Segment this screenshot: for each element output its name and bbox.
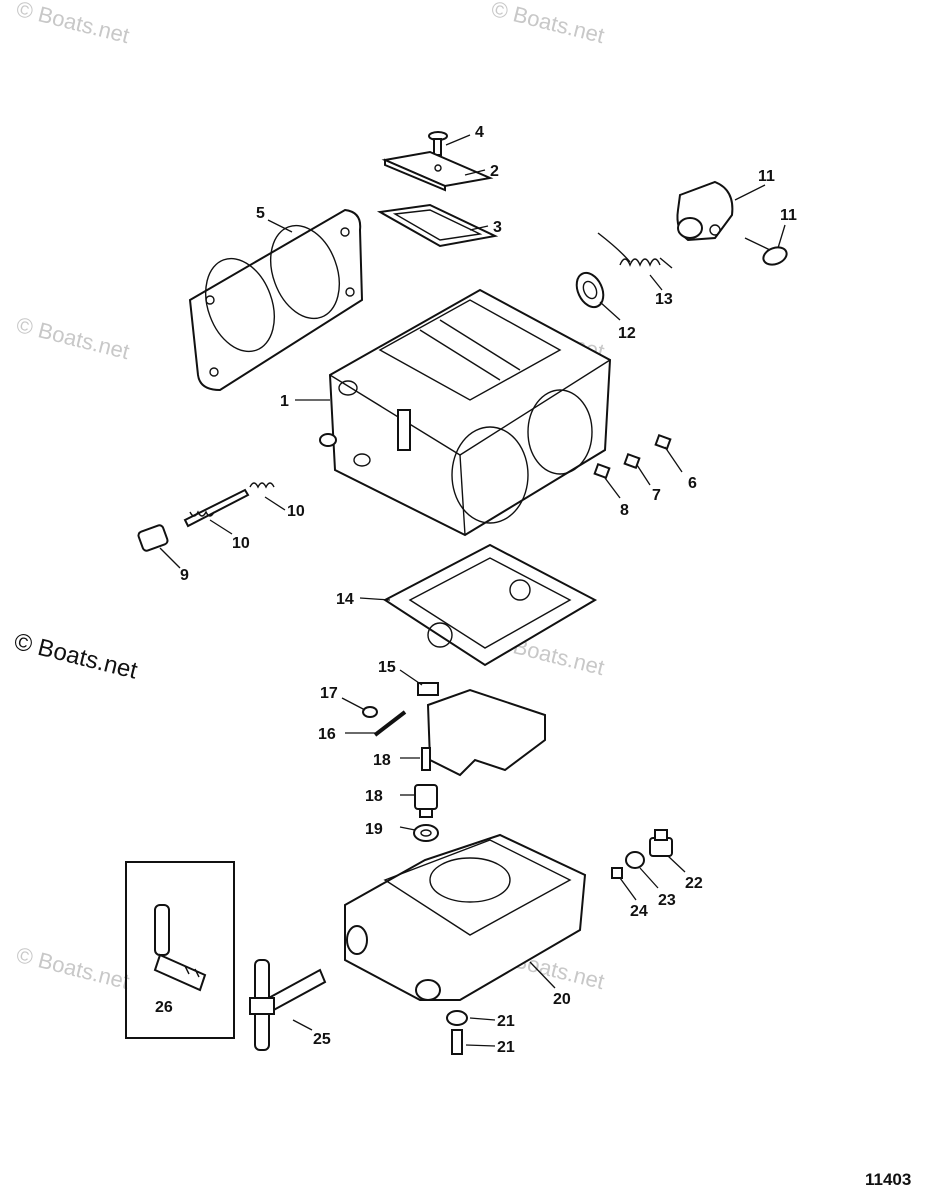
callout-3: 3 bbox=[493, 219, 502, 236]
part-23-washer bbox=[625, 851, 645, 869]
callout-13: 13 bbox=[655, 291, 673, 308]
leader-lines bbox=[159, 134, 786, 1047]
callout-11-screw: 11 bbox=[780, 207, 797, 224]
part-20-fuel-bowl bbox=[344, 833, 587, 1001]
part-26-inset-box bbox=[125, 861, 235, 1039]
part-7-nut bbox=[623, 452, 641, 470]
callout-21-washer: 21 bbox=[497, 1013, 515, 1030]
callout-7: 7 bbox=[652, 487, 661, 504]
part-11-choke-housing bbox=[676, 180, 734, 242]
part-10-spring bbox=[249, 482, 275, 489]
callout-24: 24 bbox=[630, 903, 648, 920]
part-3-gasket bbox=[376, 203, 499, 248]
part-13-spring bbox=[597, 232, 673, 269]
callout-23: 23 bbox=[658, 892, 676, 909]
part-21-washer bbox=[446, 1010, 468, 1026]
part-16-pin bbox=[373, 710, 407, 737]
part-6-nut bbox=[654, 433, 672, 451]
callout-labels: 4 2 3 5 11 11 13 12 1 6 7 8 10 10 9 14 1… bbox=[155, 124, 797, 1056]
callout-12: 12 bbox=[618, 325, 636, 342]
callout-10-spring: 10 bbox=[287, 503, 305, 520]
callout-1: 1 bbox=[280, 393, 289, 410]
callout-8: 8 bbox=[620, 502, 629, 519]
part-11-screw bbox=[744, 237, 788, 266]
part-2-cover-plate bbox=[381, 150, 494, 192]
callout-26: 26 bbox=[155, 999, 173, 1016]
callout-17: 17 bbox=[320, 685, 338, 702]
callout-21-screw: 21 bbox=[497, 1039, 515, 1056]
callout-9: 9 bbox=[180, 567, 189, 584]
part-24-jet bbox=[611, 867, 623, 879]
callout-4: 4 bbox=[475, 124, 484, 141]
callout-15: 15 bbox=[378, 659, 396, 676]
callout-20: 20 bbox=[553, 991, 571, 1008]
part-10-needle bbox=[183, 488, 250, 528]
part-22-plug bbox=[649, 829, 673, 857]
callout-18-seat: 18 bbox=[365, 788, 383, 805]
callout-14: 14 bbox=[336, 591, 354, 608]
callout-10-needle: 10 bbox=[232, 535, 250, 552]
part-21-screw bbox=[451, 1029, 463, 1055]
part-17-screw bbox=[362, 706, 378, 718]
part-14-gasket bbox=[383, 543, 598, 667]
callout-25: 25 bbox=[313, 1031, 331, 1048]
callout-2: 2 bbox=[490, 163, 499, 180]
part-9-plug bbox=[137, 524, 169, 552]
callout-19: 19 bbox=[365, 821, 383, 838]
callout-18-needle: 18 bbox=[373, 752, 391, 769]
part-18-needle bbox=[421, 747, 431, 771]
callout-22: 22 bbox=[685, 875, 703, 892]
part-25-fitting bbox=[249, 959, 327, 1051]
part-1-carburetor-body bbox=[319, 288, 612, 537]
part-8-nut bbox=[593, 462, 611, 480]
part-15-float bbox=[417, 682, 546, 777]
part-18-seat bbox=[414, 784, 438, 818]
drawing-number: 11403 bbox=[865, 1170, 912, 1189]
part-19-washer bbox=[413, 824, 439, 842]
callout-5: 5 bbox=[256, 205, 265, 222]
part-4-screw bbox=[428, 131, 448, 156]
callout-16: 16 bbox=[318, 726, 336, 743]
part-12-seal bbox=[575, 271, 605, 309]
callout-6: 6 bbox=[688, 475, 697, 492]
callout-11-housing: 11 bbox=[758, 168, 775, 185]
part-5-flange-gasket bbox=[188, 208, 364, 392]
